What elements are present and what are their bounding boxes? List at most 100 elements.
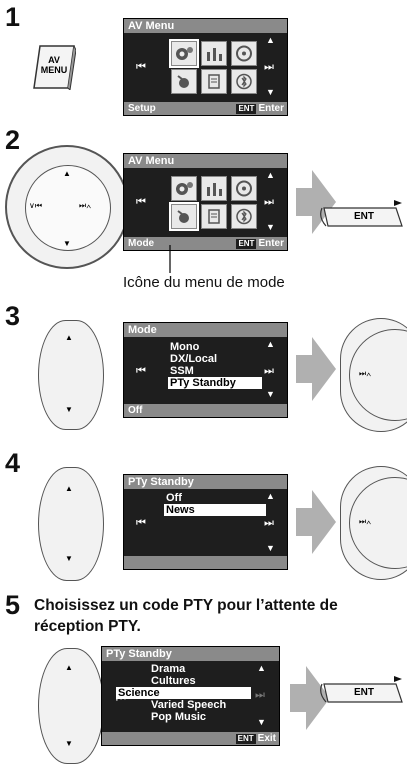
equalizer-icon[interactable] [201,176,227,201]
up-down-dial[interactable]: ▲ ▼ [38,467,104,581]
prev-icon[interactable]: ⏮ [136,517,146,529]
next-step-arrow [296,337,336,401]
menu-item-news[interactable]: News [164,504,266,516]
up-arrow-icon[interactable]: ▲ [266,491,275,501]
av-menu-button[interactable]: AV MENU [32,44,77,92]
down-arrow-icon[interactable]: ▼ [257,717,266,727]
dial-up-icon[interactable]: ▲ [65,333,73,342]
setup-icon[interactable] [171,176,197,201]
equalizer-icon[interactable] [201,41,227,66]
mode-icon-selected[interactable] [169,202,199,231]
menu-item-mono[interactable]: Mono [170,341,200,353]
up-arrow-icon[interactable]: ▲ [266,170,275,180]
next-icon[interactable]: ⏭ [264,365,274,377]
menu-item-dx-local[interactable]: DX/Local [170,353,218,365]
menu-item-drama[interactable]: Drama [151,663,186,675]
step5-instruction-line2: réception PTY. [34,618,141,635]
screen-footer [124,556,287,569]
up-down-dial[interactable]: ▲ ▼ [38,648,104,764]
down-arrow-icon[interactable]: ▼ [266,222,275,232]
ent-badge: ENT [235,734,256,744]
step-number-5: 5 [5,590,21,620]
step-number-1: 1 [5,2,21,32]
dial-up-icon[interactable]: ▲ [65,663,73,672]
menu-item-pty-standby[interactable]: PTy Standby [168,377,262,389]
menu-item-off[interactable]: Off [166,492,182,504]
next-icon[interactable]: ⏭ [255,689,265,701]
prev-icon[interactable]: ⏮ [136,196,146,208]
down-arrow-icon[interactable]: ▼ [266,543,275,553]
screen-title: PTy Standby [124,475,287,489]
menu-item-ssm[interactable]: SSM [170,365,194,377]
prev-icon[interactable]: ⏮ [136,365,146,377]
screen-footer: Off [124,404,287,417]
down-arrow-icon[interactable]: ▼ [266,389,275,399]
av-button-label-1: AV [48,55,60,65]
up-arrow-icon[interactable]: ▲ [266,35,275,45]
ent-button[interactable]: ENT [318,200,404,234]
screen-title: AV Menu [124,154,287,168]
footer-left-label: Off [128,405,143,416]
screen-title: PTy Standby [102,647,279,661]
screen-title: Mode [124,323,287,337]
down-arrow-icon[interactable]: ▼ [266,87,275,97]
footer-left-label: Mode [128,238,155,249]
screen-pty-code-list: PTy Standby ⏮ Drama Cultures Science Var… [101,646,280,746]
menu-item-varied-speech[interactable]: Varied Speech [151,699,227,711]
next-step-arrow [296,490,336,554]
next-icon[interactable]: ⏭ [264,517,274,529]
next-button-dial[interactable]: ⏭∧ [340,318,407,432]
list-icon[interactable] [201,204,227,229]
next-step-arrow [290,666,330,730]
dial-next-icon[interactable]: ⏭∧ [79,201,92,210]
menu-item-science[interactable]: Science [116,687,251,699]
ent-button[interactable]: ENT [318,676,404,710]
control-dial[interactable]: ▲ ▼ ∨⏮ ⏭∧ [5,145,129,269]
list-icon[interactable] [201,69,227,94]
prev-icon[interactable]: ⏮ [116,693,126,705]
av-button-shape [33,45,77,92]
step-number-3: 3 [5,301,21,331]
footer-left-label: Setup [128,103,156,114]
mode-icon[interactable] [171,69,197,94]
menu-item-cultures[interactable]: Cultures [151,675,196,687]
footer-right-label: Enter [258,238,284,249]
menu-item-pop-music[interactable]: Pop Music [151,711,207,723]
dial-down-icon[interactable]: ▼ [65,554,73,563]
ent-button-label: ENT [354,687,374,698]
setup-icon[interactable] [169,39,199,68]
dial-prev-icon[interactable]: ∨⏮ [29,201,43,210]
up-down-dial[interactable]: ▲ ▼ [38,320,104,430]
ent-button-label: ENT [354,211,374,222]
callout-line [169,245,171,273]
next-button-dial[interactable]: ⏭∧ [340,466,407,580]
dial-next-icon[interactable]: ⏭∧ [359,517,372,526]
footer-right-label: Enter [258,103,284,114]
up-arrow-icon[interactable]: ▲ [257,663,266,673]
dial-down-icon[interactable]: ▼ [63,239,71,248]
up-arrow-icon[interactable]: ▲ [266,339,275,349]
bluetooth-icon[interactable] [231,69,257,94]
dial-next-icon[interactable]: ⏭∧ [359,369,372,378]
disc-icon[interactable] [231,176,257,201]
dial-up-icon[interactable]: ▲ [63,169,71,178]
dial-up-icon[interactable]: ▲ [65,484,73,493]
prev-icon[interactable]: ⏮ [136,61,146,73]
dial-down-icon[interactable]: ▼ [65,739,73,748]
step5-instruction-line1: Choisissez un code PTY pour l’attente de [34,597,338,614]
step-number-4: 4 [5,448,21,478]
next-icon[interactable]: ⏭ [264,61,274,73]
av-button-label-2: MENU [40,65,68,75]
screen-pty-standby: PTy Standby ⏮ Off News ▲ ⏭ ▼ [123,474,288,570]
disc-icon[interactable] [231,41,257,66]
ent-badge: ENT [236,239,257,249]
step5-instruction: Choisissez un code PTY pour l’attente de… [34,595,404,637]
next-icon[interactable]: ⏭ [264,196,274,208]
bluetooth-icon[interactable] [231,204,257,229]
dial-down-icon[interactable]: ▼ [65,405,73,414]
